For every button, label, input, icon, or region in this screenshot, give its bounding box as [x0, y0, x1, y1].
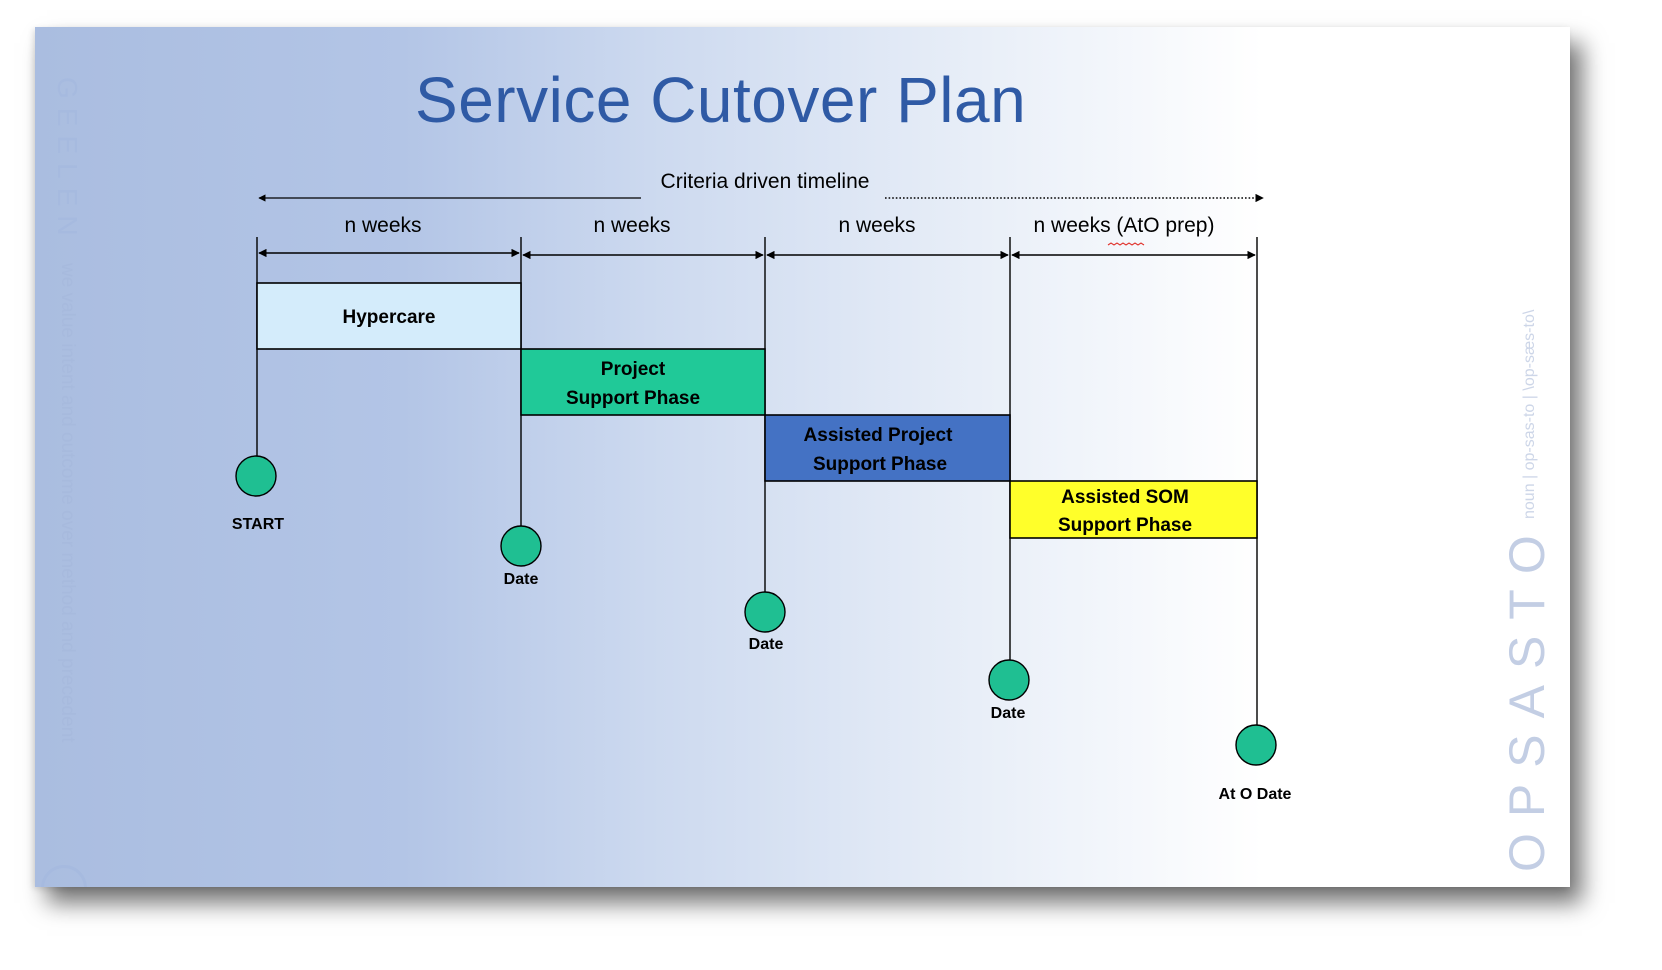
left-tagline: we value intent and outcome over method …	[57, 262, 78, 743]
milestones	[235, 455, 1277, 766]
milestone-label-date-3: Date	[991, 705, 1026, 722]
milestone-date-1-icon	[500, 525, 542, 567]
cutover-diagram: Criteria driven timeline n weeks n weeks	[232, 170, 1292, 803]
milestone-labels: START Date Date Date At O Date	[232, 516, 1292, 803]
milestone-label-ato-date: At O Date	[1219, 786, 1292, 803]
milestone-ato-date-icon	[1235, 724, 1277, 766]
milestone-label-date-1: Date	[504, 571, 539, 588]
criteria-timeline: Criteria driven timeline	[258, 170, 1264, 203]
phase-box	[520, 348, 766, 416]
milestone-label-date-2: Date	[749, 636, 784, 653]
phase-box	[764, 414, 1011, 482]
interval-label-2: n weeks	[838, 214, 915, 237]
phase-label-line2: Support Phase	[813, 454, 947, 475]
phase-label-line1: Project	[601, 359, 666, 380]
phase-hypercare: Hypercare	[256, 282, 522, 350]
phase-label-line2: Support Phase	[1058, 515, 1192, 536]
interval-labels: n weeks n weeks n weeks n weeks (AtO pre…	[344, 214, 1214, 237]
phase-label-line2: Support Phase	[566, 388, 700, 409]
phase-box	[256, 282, 522, 350]
timeline-label: Criteria driven timeline	[661, 170, 870, 193]
milestone-start-icon	[235, 455, 277, 497]
milestone-label-start: START	[232, 516, 284, 533]
interval-label-1: n weeks	[593, 214, 670, 237]
milestone-date-3-icon	[988, 659, 1030, 701]
interval-label-0: n weeks	[344, 214, 421, 237]
spellcheck-squiggle	[1107, 242, 1145, 246]
slide: Service Cutover Plan GEELEN we value inte…	[35, 27, 1570, 887]
interval-label-3: n weeks (AtO prep)	[1034, 214, 1215, 237]
phase-box	[1009, 480, 1258, 539]
slide-title: Service Cutover Plan	[415, 64, 1027, 136]
phase-assisted-som-support: Assisted SOM Support Phase	[1009, 480, 1258, 539]
phase-project-support: Project Support Phase	[520, 348, 766, 416]
phase-label-line1: Assisted SOM	[1061, 487, 1189, 508]
left-brand: GEELEN	[52, 77, 83, 245]
milestone-date-2-icon	[744, 591, 786, 633]
phase-label-line1: Assisted Project	[804, 425, 954, 446]
phase-label: Hypercare	[343, 307, 436, 328]
interval-arrows	[258, 248, 1256, 260]
phase-assisted-project-support: Assisted Project Support Phase	[764, 414, 1011, 482]
left-brand-strip: GEELEN we value intent and outcome over m…	[43, 77, 83, 857]
